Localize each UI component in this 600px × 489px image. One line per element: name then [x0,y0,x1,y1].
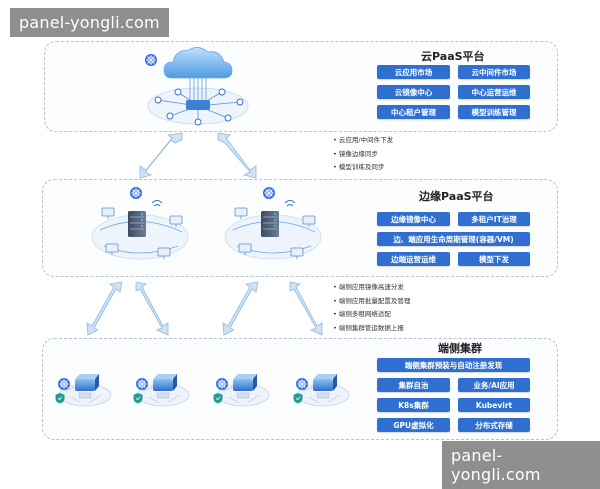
cloud-hub-icon [186,100,210,110]
edge-paas-title: 边缘PaaS平台 [419,190,494,203]
note-item: 端侧集群管运数据上报 [333,322,410,336]
arrow-edge-device-3 [222,281,259,336]
device-btn-storage[interactable]: 分布式存储 [458,418,530,432]
device-btn-k8s[interactable]: K8s集群 [377,398,450,412]
kubernetes-icon [129,186,143,200]
device-node-1 [55,373,112,407]
device-btn-business-ai[interactable]: 业务/AI应用 [458,378,530,392]
arrow-cloud-to-edge-left [139,132,183,179]
arrow-edge-device-1 [86,281,123,336]
note-item: 端侧应用批量配置及管理 [333,295,411,309]
cloud-btn-image-center[interactable]: 云镜像中心 [377,85,450,99]
note-item: 端侧多租网络适配 [333,308,410,322]
device-node-2 [133,373,190,407]
kubernetes-icon [295,377,309,391]
cloud-paas-title: 云PaaS平台 [421,50,485,63]
note-item: 模型训练及同步 [333,161,393,175]
device-btn-preinstall[interactable]: 端侧集群预装与自动注册发现 [377,358,530,372]
cloud-btn-app-market[interactable]: 云应用市场 [377,65,450,79]
device-btn-kubevirt[interactable]: Kubevirt [458,398,530,412]
kubernetes-icon [135,377,149,391]
kubernetes-icon [57,377,71,391]
edge-btn-tenant-it[interactable]: 多租户IT治理 [458,212,530,226]
cloud-icon [163,47,233,79]
monitor-icon [234,207,248,220]
arrow-edge-device-4 [289,281,323,336]
server-rack-icon [260,210,280,238]
note-item: 端侧应用镜像高速分发 [333,281,410,295]
watermark-top: panel-yongli.com [10,8,169,37]
edge-btn-image-center[interactable]: 边缘镜像中心 [377,212,450,226]
cloud-btn-ops[interactable]: 中心运营运维 [458,85,530,99]
cloud-btn-tenant-mgmt[interactable]: 中心租户管理 [377,105,450,119]
server-rack-icon [127,210,147,238]
shield-icon [55,392,65,404]
cloud-btn-middleware-market[interactable]: 云中间件市场 [458,65,530,79]
shield-icon [213,392,223,404]
note-item: 镜像边缘同步 [333,148,393,162]
wifi-icon [151,200,163,207]
device-node-3 [213,373,270,407]
wifi-icon [284,200,296,207]
notes-cloud-edge: 云应用/中间件下发 镜像边缘同步 模型训练及同步 [333,134,393,175]
edge-btn-lifecycle[interactable]: 边、端应用生命周期管理(容器/VM) [377,232,530,246]
edge-btn-model-dispatch[interactable]: 模型下发 [458,252,530,266]
cloud-btn-model-training[interactable]: 模型训练管理 [458,105,530,119]
arrow-edge-device-2 [135,281,169,336]
watermark-bottom: panel-yongli.com [442,441,600,489]
arrow-cloud-to-edge-right [217,132,257,179]
kubernetes-icon [215,377,229,391]
shield-icon [133,392,143,404]
notes-edge-device: 端侧应用镜像高速分发 端侧应用批量配置及管理 端侧多租网络适配 端侧集群管运数据… [333,281,411,336]
shield-icon [293,392,303,404]
edge-node-left [91,186,189,260]
kubernetes-icon [262,186,276,200]
edge-btn-ops[interactable]: 边端运营运维 [377,252,450,266]
device-cluster-title: 端侧集群 [438,342,482,355]
note-item: 云应用/中间件下发 [333,134,393,148]
edge-node-right [224,186,322,260]
device-btn-autonomy[interactable]: 集群自治 [377,378,450,392]
cloud-illustration [144,47,249,126]
device-node-4 [293,373,350,407]
kubernetes-icon [144,53,158,67]
device-btn-gpu-virt[interactable]: GPU虚拟化 [377,418,450,432]
monitor-icon [101,207,115,220]
